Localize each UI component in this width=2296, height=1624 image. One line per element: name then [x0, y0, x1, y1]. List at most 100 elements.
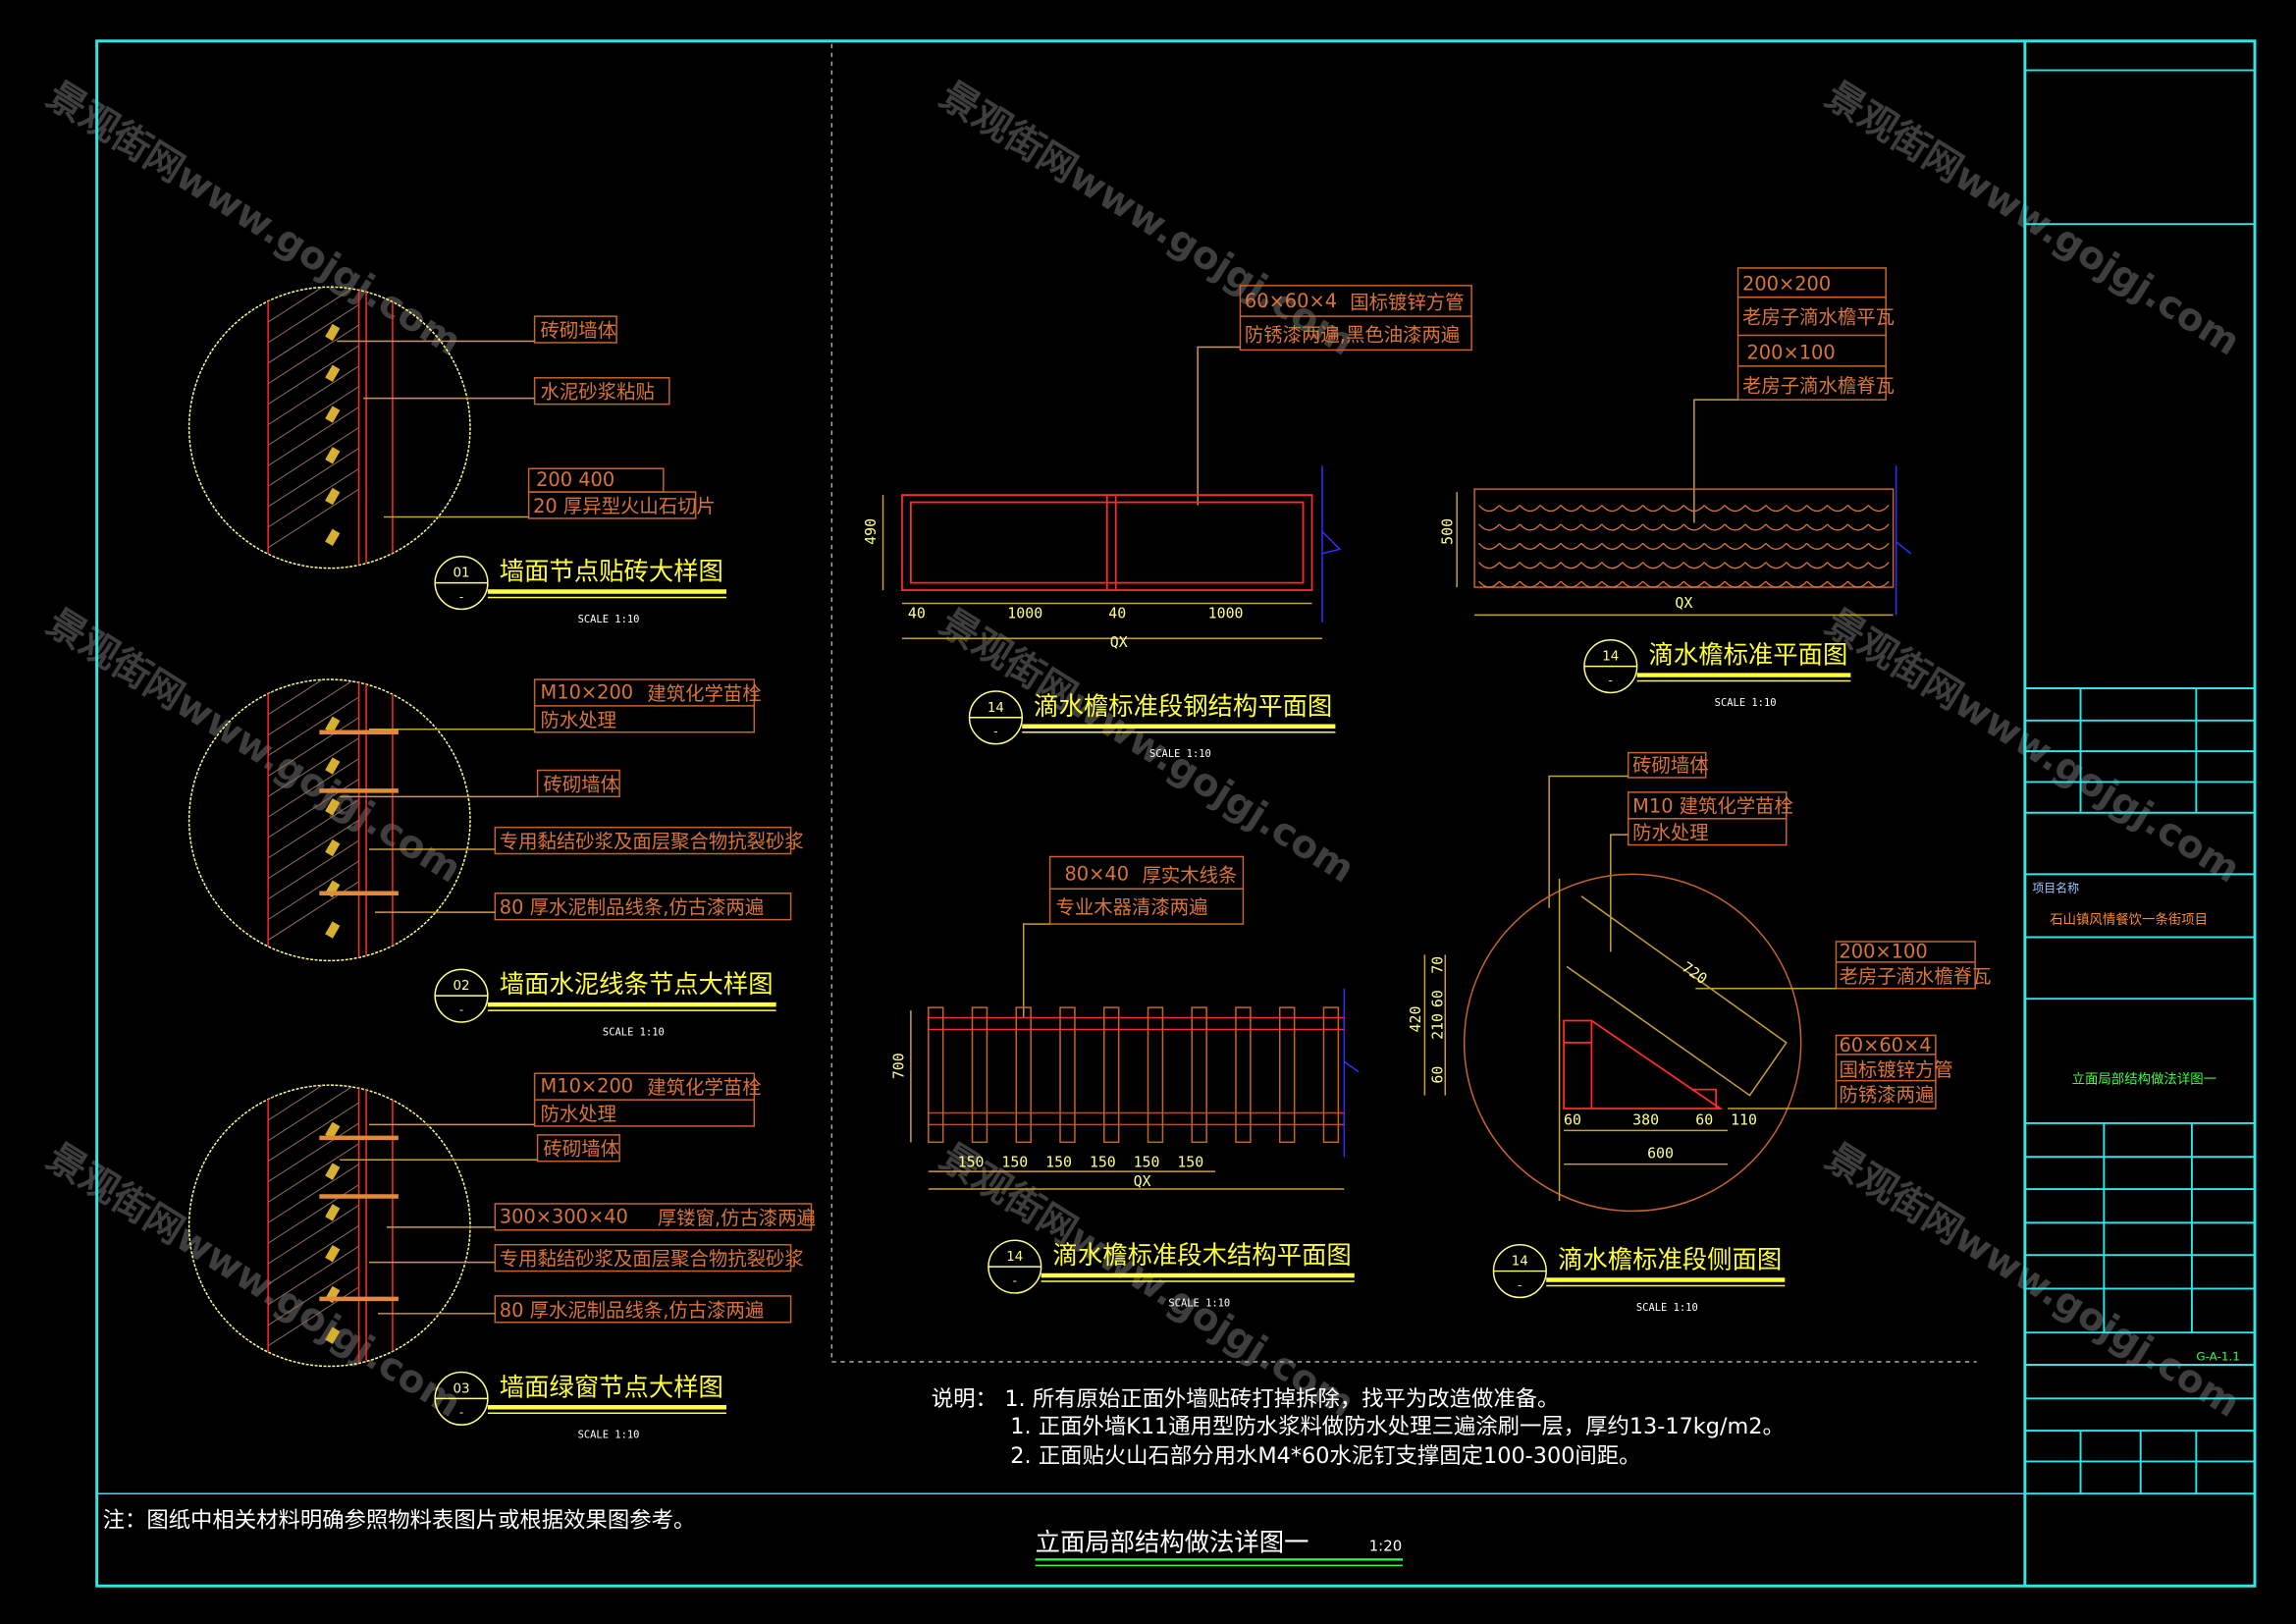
roof-tile — [1498, 580, 1521, 588]
roof-tile — [1867, 562, 1890, 569]
roof-tile — [1580, 580, 1603, 588]
roof-tile — [1662, 562, 1684, 569]
detail-number: 02 — [453, 979, 469, 994]
roof-tile — [1867, 542, 1890, 550]
roof-tile — [1580, 523, 1603, 531]
roof-tile — [1786, 580, 1808, 588]
roof-tile — [1601, 542, 1624, 550]
roof-tile — [1539, 562, 1562, 569]
callout-text: 防锈漆两遍 — [1839, 1084, 1934, 1107]
roof-tile — [1846, 562, 1869, 569]
roof-tile — [1682, 562, 1705, 569]
wood-slat — [1278, 1006, 1296, 1144]
dimension-text: 60 — [1428, 1066, 1446, 1084]
roof-tile — [1846, 580, 1869, 588]
roof-tile — [1786, 523, 1808, 531]
callout-text: 老房子滴水檐平瓦 — [1742, 306, 1895, 329]
detail-scale: SCALE 1:10 — [1636, 1302, 1698, 1314]
roof-tile — [1806, 562, 1829, 569]
roof-tile — [1846, 505, 1869, 513]
dimension-text: 60 — [1428, 990, 1446, 1007]
roof-tile — [1662, 580, 1684, 588]
roof-tile — [1601, 580, 1624, 588]
roof-tile — [1724, 505, 1746, 513]
callout-text: 防锈漆两遍,黑色油漆两遍 — [1245, 324, 1460, 347]
dimension-text: 110 — [1731, 1110, 1757, 1128]
wood-slat — [1103, 1006, 1120, 1144]
roof-tile — [1560, 562, 1582, 569]
roof-tile — [1703, 505, 1726, 513]
roof-tile — [1827, 505, 1848, 513]
callout-text: 防水处理 — [541, 1103, 617, 1125]
roof-tile — [1601, 523, 1624, 531]
wood-slat — [1059, 1006, 1076, 1144]
roof-tile — [1744, 562, 1767, 569]
detail-number: 14 — [1006, 1250, 1023, 1265]
detail-sub: - — [1013, 1273, 1017, 1287]
note-item: 1. 所有原始正面外墙贴砖打掉拆除，找平为改造做准备。 — [1004, 1386, 1559, 1412]
detail-title: 滴水檐标准段侧面图 — [1558, 1245, 1782, 1274]
roof-tile — [1703, 562, 1726, 569]
roof-tile — [1498, 523, 1521, 531]
roof-tile — [1622, 562, 1644, 569]
roof-tile — [1642, 523, 1664, 531]
roof-tile — [1765, 562, 1788, 569]
roof-tile — [1827, 580, 1848, 588]
roof-tile — [1662, 505, 1684, 513]
roof-tile — [1478, 580, 1500, 588]
roof-tile — [1703, 542, 1726, 550]
roof-tile — [1560, 580, 1582, 588]
sheet-title: 立面局部结构做法详图一 — [1036, 1527, 1309, 1556]
detail-sub: - — [459, 1405, 463, 1419]
callout-text: 建筑化学苗栓 — [647, 1076, 761, 1099]
wood-slat — [1147, 1006, 1164, 1144]
tile-plan: 200×200 老房子滴水檐平瓦 200×100 老房子滴水檐脊瓦 500 QX — [1439, 267, 1912, 617]
roof-tile — [1478, 562, 1500, 569]
roof-tile — [1806, 505, 1829, 513]
callout-text: M10×200 — [541, 680, 634, 703]
detail-scale: SCALE 1:10 — [1149, 748, 1211, 760]
callout-text: 200×100 — [1746, 341, 1835, 363]
roof-tile — [1642, 505, 1664, 513]
dimension-text: 150 — [1134, 1154, 1160, 1171]
dimension-text: 40 — [1108, 604, 1126, 622]
roof-tile — [1539, 505, 1562, 513]
roof-tile — [1642, 562, 1664, 569]
dimension-text: QX — [1134, 1172, 1151, 1190]
project-label: 项目名称 — [2032, 881, 2079, 894]
roof-tile — [1786, 542, 1808, 550]
roof-tile — [1846, 523, 1869, 531]
detail-circle — [187, 1084, 471, 1368]
dimension-text: 150 — [1090, 1154, 1116, 1171]
roof-tile — [1622, 505, 1644, 513]
roof-tile — [1827, 523, 1848, 531]
dimension-text: 70 — [1428, 956, 1446, 974]
drawing-number: G-A-1.1 — [2196, 1350, 2239, 1364]
footer-remark: 注：图纸中相关材料明确参照物料表图片或根据效果图参考。 — [103, 1508, 696, 1534]
roof-tile — [1786, 505, 1808, 513]
detail-sub: - — [459, 1002, 463, 1016]
roof-tile — [1765, 523, 1788, 531]
roof-tile — [1580, 542, 1603, 550]
callout-text: M10×200 — [541, 1075, 634, 1098]
roof-tile — [1703, 523, 1726, 531]
detail-title: 滴水檐标准平面图 — [1649, 640, 1848, 670]
detail-02: M10×200 建筑化学苗栓 防水处理 砖砌墙体 专用黏结砂浆及面层聚合物抗裂砂… — [340, 678, 804, 921]
dimension-text: 210 — [1428, 1013, 1446, 1040]
title-block — [2024, 69, 2256, 1495]
callout-text: 国标镀锌方管 — [1350, 292, 1464, 314]
roof-tile — [1806, 542, 1829, 550]
callout-text: 砖砌墙体 — [544, 1138, 620, 1161]
detail-title: 墙面绿窗节点大样图 — [500, 1372, 723, 1401]
dimension-text: 40 — [908, 604, 926, 622]
wood-slat — [1015, 1006, 1032, 1144]
roof-tile — [1682, 580, 1705, 588]
detail-03: M10×200 建筑化学苗栓 防水处理 砖砌墙体 300×300×40 厚镂窗,… — [340, 1072, 816, 1324]
callout-text: 老房子滴水檐脊瓦 — [1742, 375, 1895, 398]
callout-text: 老房子滴水檐脊瓦 — [1839, 965, 1991, 988]
dimension-text: QX — [1675, 594, 1692, 612]
callout-text: 60×60×4 — [1839, 1034, 1931, 1056]
